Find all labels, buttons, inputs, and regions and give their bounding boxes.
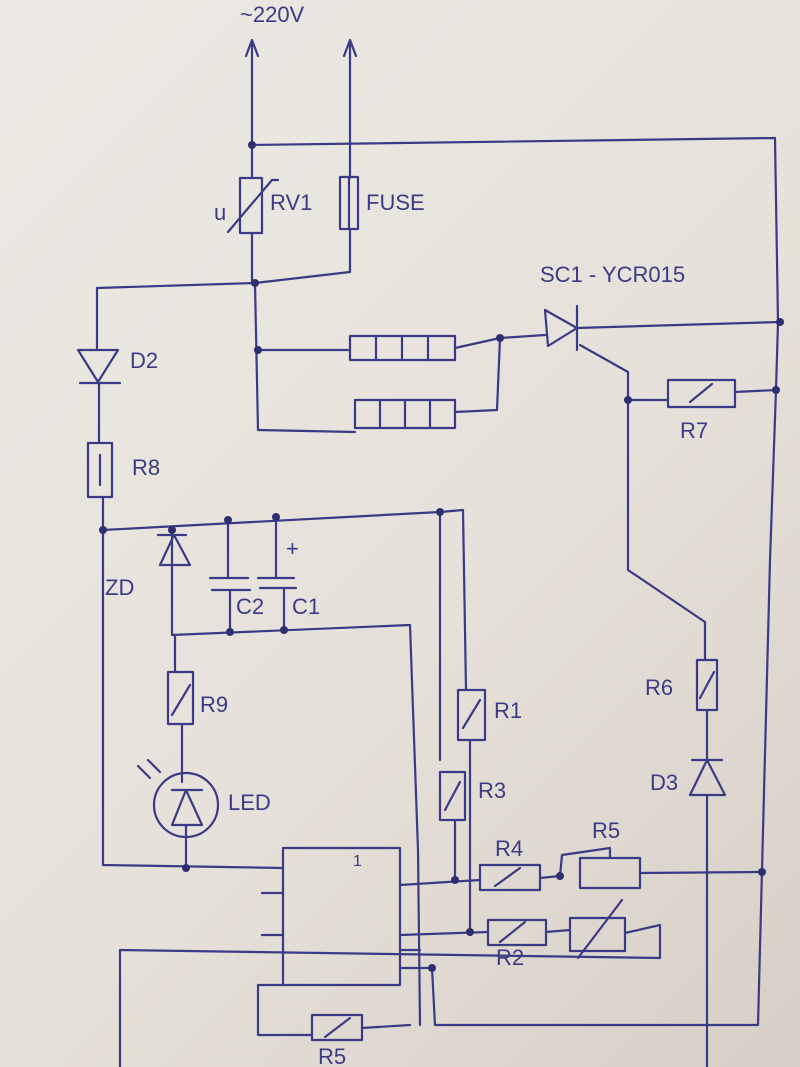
label-sc1: SC1 - YCR015 [540,262,685,287]
resistor-r5-bottom [310,1013,412,1042]
resistor-r1 [456,688,487,937]
resistor-r9 [166,633,195,784]
junction-dots [99,141,784,972]
label-r5-bottom: R5 [318,1044,346,1067]
coil-upper [253,281,502,432]
fuse [253,175,360,285]
label-r5-top: R5 [592,818,620,843]
label-zd: ZD [105,575,134,600]
label-c1: C1 [292,594,320,619]
resistor-r2 [118,898,662,1067]
label-r1: R1 [494,698,522,723]
led [136,758,220,870]
resistor-r7 [626,378,778,409]
varistor-mark: u [214,200,226,225]
label-r7: R7 [680,418,708,443]
diode-d2 [76,281,257,445]
zener-zd [156,528,422,1027]
label-fuse: FUSE [366,190,425,215]
label-d3: D3 [650,770,678,795]
label-r6: R6 [645,675,673,700]
wire-top-rail [248,136,780,1027]
resistor-r6 [626,398,719,762]
resistor-r3 [438,770,467,882]
label-c2: C2 [236,594,264,619]
triac-sc1 [543,304,782,402]
label-led: LED [228,790,271,815]
label-r4: R4 [495,836,523,861]
coil-lower [256,333,547,434]
label-d2: D2 [130,348,158,373]
label-r3: R3 [478,778,506,803]
resistor-r8 [86,441,114,532]
ic-pins [256,878,490,1037]
supply-label: ~220V [240,2,305,27]
supply-terminals [244,38,358,180]
capacitor-c2 [208,518,252,634]
diode-d3 [688,758,727,1067]
label-c1-plus: + [286,536,299,561]
label-r8: R8 [132,455,160,480]
label-rv1: RV1 [270,190,312,215]
wire-vcc-rail [101,508,468,870]
resistor-r4 [478,846,762,892]
label-r9: R9 [200,692,228,717]
capacitor-c1 [256,515,298,632]
varistor-rv1 [226,143,280,285]
ic-pin1-label: 1 [353,853,362,870]
label-r2: R2 [496,945,524,970]
ic-chip [281,846,402,987]
